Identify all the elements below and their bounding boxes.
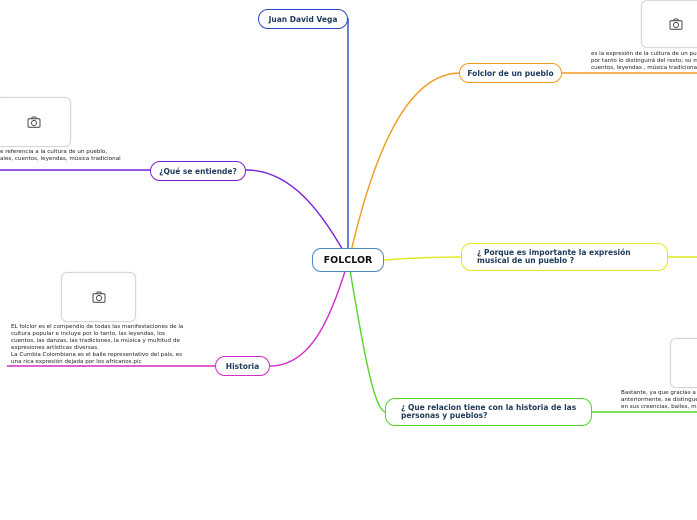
camera-icon (91, 291, 106, 303)
connector-relacion-historia (349, 269, 387, 413)
topic-relacion-historia-label: ¿ Que relacion tiene con la historia de … (401, 402, 577, 420)
topic-folclor-pueblo[interactable]: Folclor de un pueblo (459, 63, 562, 83)
note-que-se-entiende: e referencia a la cultura de un pueblo, … (0, 149, 121, 162)
camera-icon (26, 116, 41, 128)
connector-historia (269, 267, 347, 367)
topic-relacion-historia[interactable]: ¿ Que relacion tiene con la historia de … (385, 398, 592, 426)
image-placeholder-folclor-pueblo[interactable] (641, 0, 697, 48)
connector-folclor-pueblo (349, 72, 461, 257)
topic-porque-importante-label: ¿ Porque es importante la expresión musi… (477, 247, 631, 265)
topic-folclor-pueblo-label: Folclor de un pueblo (467, 68, 554, 78)
topic-historia-label: Historia (225, 361, 260, 371)
note-folclor-pueblo: es la expresión de la cultura de un pue … (591, 51, 697, 71)
topic-historia[interactable]: Historia (215, 356, 270, 376)
connector-que-se-entiende (245, 169, 345, 253)
topic-author-label: Juan David Vega (268, 14, 338, 24)
topic-author[interactable]: Juan David Vega (258, 9, 348, 29)
central-topic-label: FOLCLOR (323, 254, 373, 266)
topic-porque-importante[interactable]: ¿ Porque es importante la expresión musi… (461, 243, 668, 271)
note-relacion-historia: Bastante, ya que gracias a anteriormente… (621, 390, 697, 410)
note-historia: EL folclor es el compendio de todas las … (11, 324, 184, 365)
camera-icon (669, 18, 683, 30)
image-placeholder-relacion-historia[interactable] (670, 338, 697, 388)
connector-porque-importante (383, 256, 463, 261)
image-placeholder-que-se-entiende[interactable] (0, 97, 71, 147)
topic-que-se-entiende-label: ¿Qué se entiende? (159, 166, 237, 176)
topic-que-se-entiende[interactable]: ¿Qué se entiende? (150, 161, 246, 181)
image-placeholder-historia[interactable] (61, 272, 136, 322)
central-topic-folclor[interactable]: FOLCLOR (312, 248, 384, 272)
